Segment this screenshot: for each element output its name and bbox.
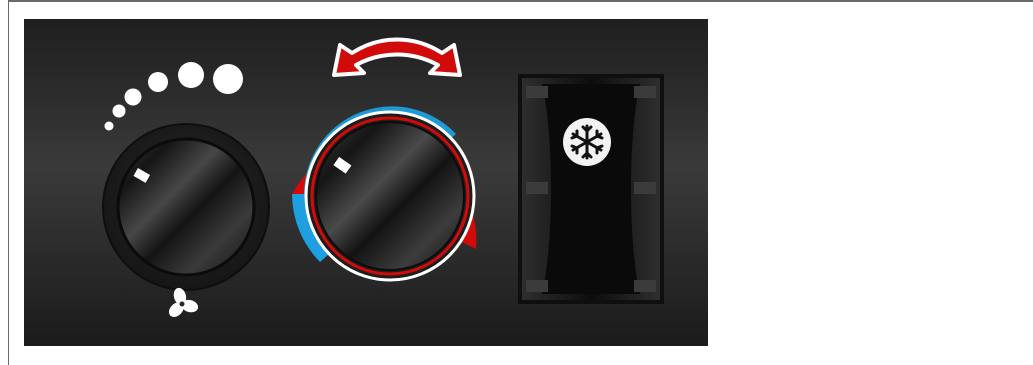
snowflake-icon [562, 117, 612, 167]
climate-control-panel [24, 19, 708, 346]
ac-switch[interactable] [518, 74, 664, 304]
rotate-arrows-icon [330, 19, 464, 81]
speed-dot-6 [213, 64, 243, 94]
window-left-border [8, 0, 9, 365]
window-top-border [8, 0, 1033, 2]
speed-dot-4 [148, 72, 168, 92]
fan-speed-knob[interactable] [102, 123, 270, 291]
temperature-knob[interactable] [280, 84, 500, 304]
speed-dot-2 [113, 105, 126, 118]
fan-icon [165, 287, 199, 321]
speed-dot-3 [125, 89, 142, 106]
speed-dot-5 [178, 62, 204, 88]
